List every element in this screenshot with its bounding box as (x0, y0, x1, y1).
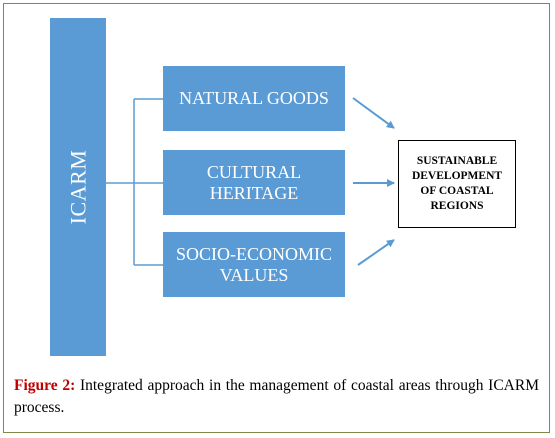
figure-caption: Figure 2: Integrated approach in the man… (14, 375, 539, 419)
component-label: SOCIO-ECONOMIC VALUES (175, 243, 332, 285)
component-label: CULTURAL HERITAGE (206, 161, 302, 203)
arrow-1 (352, 97, 395, 129)
component-socio-economic-values: SOCIO-ECONOMIC VALUES (163, 232, 345, 297)
arrow-3 (357, 239, 395, 266)
icarm-label: ICARM (65, 149, 90, 225)
caption-text: Integrated approach in the management of… (14, 377, 539, 416)
component-natural-goods: NATURAL GOODS (163, 66, 345, 131)
figure-label: Figure 2: (14, 377, 76, 394)
component-cultural-heritage: CULTURAL HERITAGE (163, 150, 345, 215)
icarm-bar: ICARM (50, 18, 106, 356)
target-label: SUSTAINABLE DEVELOPMENT OF COASTAL REGIO… (411, 155, 503, 212)
target-box: SUSTAINABLE DEVELOPMENT OF COASTAL REGIO… (398, 140, 516, 228)
component-label: NATURAL GOODS (179, 88, 329, 108)
